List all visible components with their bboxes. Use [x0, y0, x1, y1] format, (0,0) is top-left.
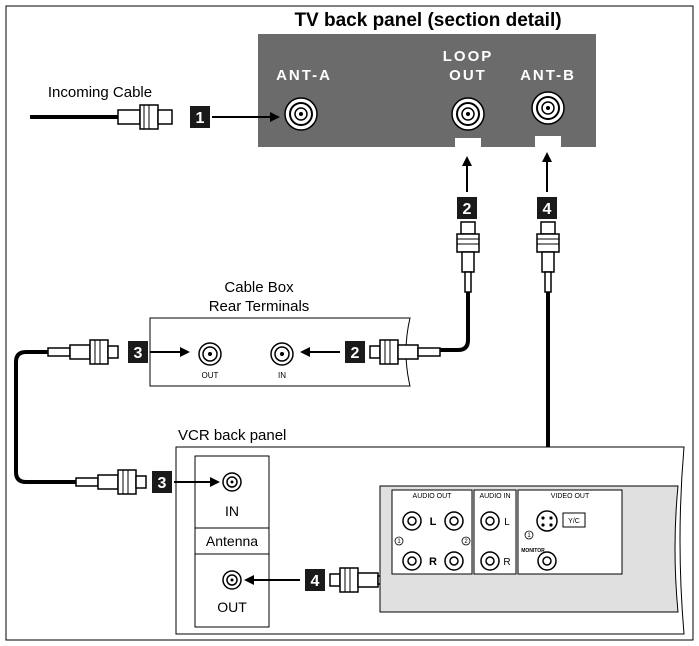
svg-text:2: 2	[351, 345, 360, 362]
audio-out-1r-jack-icon	[402, 551, 422, 571]
audio-out-r-label: R	[429, 556, 437, 568]
loop-out-label-line2: OUT	[449, 67, 487, 84]
step-1-badge: 1	[190, 106, 210, 128]
svg-text:4: 4	[311, 573, 320, 590]
vcr-out-label: OUT	[217, 599, 247, 615]
tv-back-panel	[258, 34, 596, 147]
video-out-box	[517, 489, 623, 575]
video-out-jack-icon	[537, 551, 557, 571]
audio-out-2r-jack-icon	[444, 551, 464, 571]
vcr-in-plug-icon	[75, 469, 147, 495]
yc-box	[562, 512, 586, 528]
video-out-1-label: 1	[527, 533, 531, 539]
step-4-bottom-badge: 4	[305, 569, 325, 591]
audio-out-label: AUDIO OUT	[413, 493, 453, 500]
audio-in-r-label: R	[503, 557, 510, 568]
loop-out-connector-icon	[451, 97, 485, 131]
audio-in-l-label: L	[504, 517, 510, 528]
cable-box-label-line2: Rear Terminals	[209, 298, 310, 315]
vcr-out-connector-icon	[222, 570, 242, 590]
vcr-in-label: IN	[225, 503, 239, 519]
yc-label: Y/C	[568, 518, 580, 525]
cable-box-in-connector-icon	[270, 342, 294, 366]
step-3-top-badge: 3	[128, 341, 148, 363]
incoming-cable-plug-icon	[30, 104, 173, 130]
step-2-top-badge: 2	[457, 197, 477, 219]
audio-out-1-label: 1	[397, 539, 401, 545]
svg-text:4: 4	[543, 201, 552, 218]
loop-out-plug-icon	[456, 221, 480, 293]
loop-out-cable	[440, 292, 470, 352]
audio-out-l-label: L	[430, 516, 437, 528]
loop-out-label-line1: LOOP	[443, 48, 494, 65]
ant-b-label: ANT-B	[520, 67, 576, 84]
incoming-cable-label: Incoming Cable	[48, 84, 152, 101]
vcr-in-connector-icon	[222, 472, 242, 492]
ant-b-plug-icon	[536, 221, 560, 293]
cable-box-in-plug-icon	[369, 339, 441, 365]
monitor-label: MONITOR	[521, 548, 545, 554]
ant-b-connector-icon	[531, 91, 565, 125]
cable-box-out-label: OUT	[202, 371, 219, 380]
s-video-jack-icon	[536, 510, 558, 532]
ant-a-label: ANT-A	[276, 67, 332, 84]
svg-text:2: 2	[463, 201, 472, 218]
audio-in-label: AUDIO IN	[479, 493, 510, 500]
cable-box-label-line1: Cable Box	[224, 279, 294, 296]
cable-box-out-plug-icon	[47, 339, 119, 365]
audio-out-1l-jack-icon	[402, 511, 422, 531]
jumper-cable	[14, 350, 76, 484]
audio-out-2l-jack-icon	[444, 511, 464, 531]
diagram-title: TV back panel (section detail)	[294, 10, 561, 31]
ant-a-connector-icon	[284, 97, 318, 131]
ant-b-notch	[535, 136, 561, 150]
audio-out-2-label: 2	[464, 539, 468, 545]
svg-text:3: 3	[134, 345, 143, 362]
video-out-label: VIDEO OUT	[551, 493, 590, 500]
svg-text:1: 1	[196, 110, 205, 127]
vcr-antenna-label: Antenna	[206, 533, 258, 549]
vcr-label: VCR back panel	[178, 427, 286, 444]
step-4-top-badge: 4	[537, 197, 557, 219]
cable-box-in-label: IN	[278, 371, 286, 380]
loop-out-notch	[455, 138, 481, 152]
audio-in-l-jack-icon	[480, 511, 500, 531]
cable-box-out-connector-icon	[198, 342, 222, 366]
audio-in-r-jack-icon	[480, 551, 500, 571]
svg-text:3: 3	[158, 475, 167, 492]
step-2-bottom-badge: 2	[345, 341, 365, 363]
outer-frame	[5, 5, 694, 641]
step-3-bottom-badge: 3	[152, 471, 172, 493]
